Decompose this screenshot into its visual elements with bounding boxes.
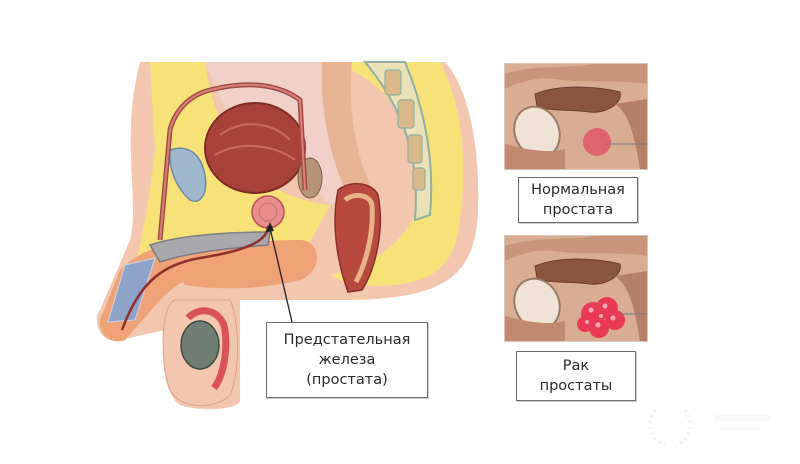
normal-label-line1: Нормальная [531,182,625,198]
spine [362,61,433,222]
prostate-label-line1: Предстательная [283,332,411,348]
prostate-pointer-line [269,227,293,323]
urethra [120,225,270,331]
inset-normal-prostate [504,63,648,170]
laurel-wreath-icon [648,409,770,447]
prostate-label-line2: железа [318,352,376,368]
prostate-label-line3: (простата) [306,372,388,388]
vertebra [412,167,426,191]
fat-layer-back [330,62,464,286]
prostate [251,195,285,229]
prostate-pointer-arrowhead [266,222,274,232]
rectum [334,183,381,293]
normal-label-line2: простата [542,202,614,218]
normal-prostate [583,128,611,156]
vertebra [384,69,402,96]
penile-ribs [107,257,156,323]
cancer-prostate-label: Рак простаты [516,351,636,401]
cancer-label-line1: Рак [562,358,590,374]
prostate-label: Предстательная железа (простата) [266,322,428,398]
vertebra [397,99,415,129]
vertebra [407,134,423,164]
bladder [204,102,306,194]
normal-prostate-label: Нормальная простата [518,177,638,223]
cancerous-prostate [577,297,625,338]
cancer-label-line2: простаты [539,378,613,394]
inset-prostate-cancer [504,235,648,342]
corpus-cavernosum [148,231,271,263]
epididymis [185,307,230,391]
pubic-bone [169,147,207,202]
testicle [180,320,220,370]
rectum-upper [321,62,370,195]
